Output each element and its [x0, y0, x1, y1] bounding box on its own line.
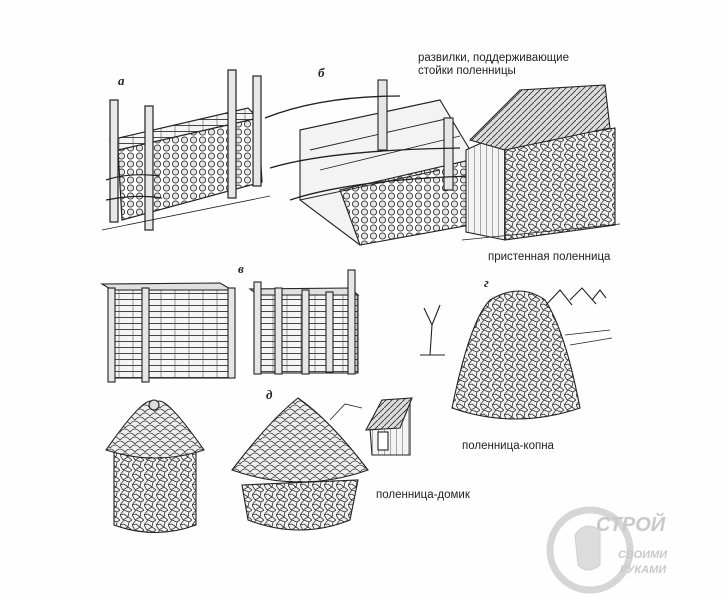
pole-woodpile-drawing — [101, 69, 271, 231]
hut-woodpile-drawing — [231, 397, 413, 531]
forks-caption-line1: развилки, поддерживающие — [418, 52, 570, 64]
watermark-line2: СВОИМИ — [618, 549, 668, 561]
frame-woodpile-left-drawing — [100, 282, 236, 383]
round-woodpile-drawing — [105, 399, 205, 534]
wall-woodpile-caption: пристенная поленница — [488, 251, 611, 263]
watermark-line3: РУКАМИ — [620, 564, 667, 576]
label-letter-d: д — [266, 387, 273, 402]
wall-woodpile-drawing — [461, 84, 621, 241]
label-letter-g: г — [484, 275, 489, 290]
label-letter-b: б — [318, 65, 325, 80]
watermark-line1: СТРОЙ — [596, 514, 666, 536]
haystack-woodpile-caption: поленница-копна — [462, 440, 554, 452]
label-letter-a: а — [118, 73, 125, 88]
frame-woodpile-right-drawing — [248, 269, 360, 375]
watermark-logo — [546, 506, 634, 594]
label-letter-v: в — [238, 261, 244, 276]
hut-woodpile-caption: поленница-домик — [376, 489, 470, 501]
haystack-woodpile-drawing — [420, 287, 613, 420]
forked-support-pile-drawing — [264, 79, 471, 246]
forks-caption-line2: стойки поленницы — [418, 65, 516, 77]
